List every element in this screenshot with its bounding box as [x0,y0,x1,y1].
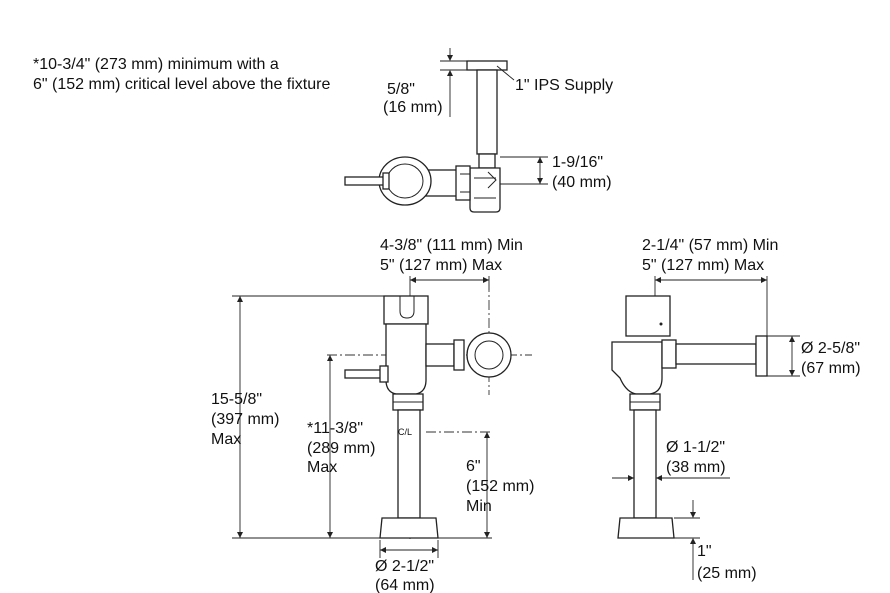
supply-height-line-2: (289 mm) [307,440,375,457]
offset-dim-line-2: (40 mm) [552,174,612,191]
spud-height-line-2: (25 mm) [697,565,757,582]
critical-dim-line-2: (152 mm) [466,478,534,495]
front-view: 4-3/8" (111 mm) Min 5" (127 mm) Max C/L [211,237,534,593]
flange-dim-line-2: (67 mm) [801,360,861,377]
supply-label: 1" IPS Supply [515,77,613,94]
top-view: 5/8" (16 mm) 1" IPS Supply 1-9/16" (40 m… [344,48,613,213]
side-valve-body [611,341,663,395]
tube-dim-line-2: (38 mm) [666,459,726,476]
supply-nut-front [453,339,465,371]
spud-coupling [379,517,439,539]
handle-lever-top [344,176,386,186]
flange-dim-line-1: Ø 2-5/8" [801,340,860,357]
side-rough-dim-line-2: 5" (127 mm) Max [642,257,764,274]
stop-body [469,167,501,213]
critical-dim-line-3: Min [466,498,492,515]
coupling-nut [455,165,471,201]
side-rough-dim-line-1: 2-1/4" (57 mm) Min [642,237,778,254]
spud-height-line-1: 1" [697,543,712,560]
critical-level-note: *10-3/4" (273 mm) minimum with a 6" (152… [33,56,330,93]
cl-marker: C/L [398,427,412,437]
side-valve-cap [625,295,671,337]
stop-ring-front [466,332,512,378]
spud-dim-line-1: Ø 2-1/2" [375,558,434,575]
stub-dim-line-2: (16 mm) [383,99,443,116]
supply-height-line-1: *11-3/8" [307,420,363,437]
front-rough-dim-line-1: 4-3/8" (111 mm) Min [380,237,523,254]
critical-note-line-1: *10-3/4" (273 mm) minimum with a [33,56,279,73]
spud-dim-line-2: (64 mm) [375,577,435,593]
valve-cap [383,295,429,325]
offset-dim-line-1: 1-9/16" [552,154,603,171]
tube-dim-line-1: Ø 1-1/2" [666,439,725,456]
side-flush-tube [633,409,657,519]
side-spud-coupling [617,517,675,539]
supply-connection [425,343,455,367]
height-dim-line-2: (397 mm) [211,411,279,428]
supply-stub-flange [466,60,508,71]
critical-dim-line-1: 6" [466,458,481,475]
side-supply-pipe [675,343,757,365]
height-dim-line-3: Max [211,431,241,448]
supply-nut [478,153,496,169]
front-rough-dim-line-2: 5" (127 mm) Max [380,257,502,274]
stub-dim-line-1: 5/8" [387,81,415,98]
side-view: 2-1/4" (57 mm) Min 5" (127 mm) Max Ø 2-5… [611,237,861,582]
supply-pipe [476,69,498,155]
side-supply-nut [661,339,677,369]
supply-height-line-3: Max [307,459,337,476]
critical-note-line-2: 6" (152 mm) critical level above the fix… [33,76,330,93]
side-wall-flange [755,335,768,377]
handle-lever [344,369,386,379]
valve-body [385,323,427,395]
height-dim-line-1: 15-5/8" [211,391,262,408]
